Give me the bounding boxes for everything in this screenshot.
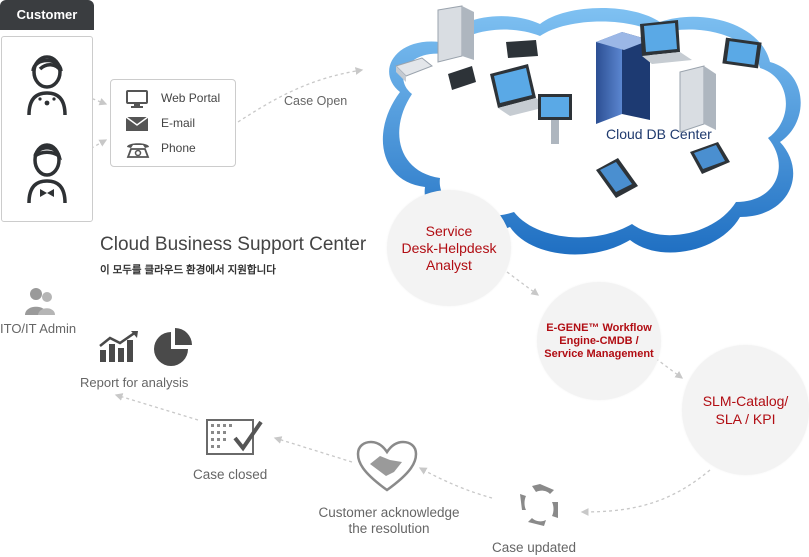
- service-desk-line: Analyst: [426, 256, 472, 273]
- customer-panel: [1, 36, 93, 222]
- case-open-label: Case Open: [284, 94, 348, 108]
- egene-line: Engine-CMDB /: [559, 334, 639, 347]
- egene-line: Service Management: [544, 347, 654, 360]
- channel-label: Phone: [161, 141, 196, 155]
- male-customer-icon: [27, 143, 67, 204]
- slm-line: SLM-Catalog/: [702, 393, 789, 409]
- admin-users-icon: [25, 288, 55, 315]
- laptop-icon: [490, 64, 550, 116]
- refresh-icon: [520, 484, 558, 526]
- laptop-icon: [640, 20, 692, 64]
- arrow-ack-to-closed: [273, 436, 353, 463]
- customer-ack-label: Customer acknowledge the resolution: [306, 505, 472, 537]
- female-customer-icon: [27, 55, 67, 116]
- case-closed-label: Case closed: [193, 467, 268, 482]
- customer-tab: Customer: [0, 0, 94, 30]
- center-subtitle: 이 모두를 클라우드 환경에서 지원합니다: [100, 264, 276, 276]
- envelope-icon: [125, 116, 149, 131]
- tablet-icon: [448, 40, 730, 198]
- service-desk-line: Desk-Helpdesk: [401, 239, 497, 256]
- egene-workflow-node: E-GENE™ Workflow Engine-CMDB / Service M…: [537, 282, 661, 400]
- report-label: Report for analysis: [80, 375, 189, 390]
- printer-icon: [395, 57, 433, 82]
- service-desk-node: Service Desk-Helpdesk Analyst: [387, 190, 511, 306]
- slm-line: SLA / KPI: [715, 411, 776, 427]
- arrow-updated-to-ack: [418, 467, 493, 499]
- tower-server-icon: [437, 5, 474, 63]
- cloud-db-center-label: Cloud DB Center: [606, 126, 712, 142]
- handshake-heart-icon: [356, 440, 418, 492]
- monitor-device-icon: [538, 94, 572, 144]
- cloud-db-center-illustration: [382, 5, 801, 255]
- case-updated-label: Case updated: [492, 540, 577, 555]
- arrow-case-open: [237, 67, 364, 123]
- bar-chart-icon: [99, 330, 138, 362]
- customer-ack-line: Customer acknowledge: [318, 505, 460, 520]
- arrow-closed-to-report: [114, 393, 199, 421]
- tower-server-icon: [679, 65, 716, 133]
- slm-catalog-node: SLM-Catalog/ SLA / KPI: [682, 345, 809, 475]
- arrow-slm-to-updated: [580, 469, 711, 516]
- center-title: Cloud Business Support Center: [100, 234, 367, 255]
- admin-label: ITO/IT Admin: [0, 321, 77, 336]
- contact-channel-box: Web Portal E-mail Phone: [110, 79, 236, 167]
- pie-chart-icon: [154, 328, 192, 366]
- customer-ack-line: the resolution: [348, 521, 430, 536]
- monitor-device-icon: [722, 37, 762, 69]
- channel-label: E-mail: [161, 116, 196, 130]
- egene-line: E-GENE™ Workflow: [546, 321, 652, 334]
- channel-phone[interactable]: Phone: [121, 138, 231, 160]
- monitor-icon: [126, 90, 148, 108]
- channel-email[interactable]: E-mail: [121, 113, 231, 135]
- phone-icon: [126, 143, 150, 158]
- service-desk-line: Service: [425, 222, 473, 239]
- channel-label: Web Portal: [161, 91, 221, 105]
- channel-web-portal[interactable]: Web Portal: [121, 88, 231, 110]
- checklist-icon: [206, 419, 263, 455]
- arrow-desk-to-egene: [506, 271, 540, 296]
